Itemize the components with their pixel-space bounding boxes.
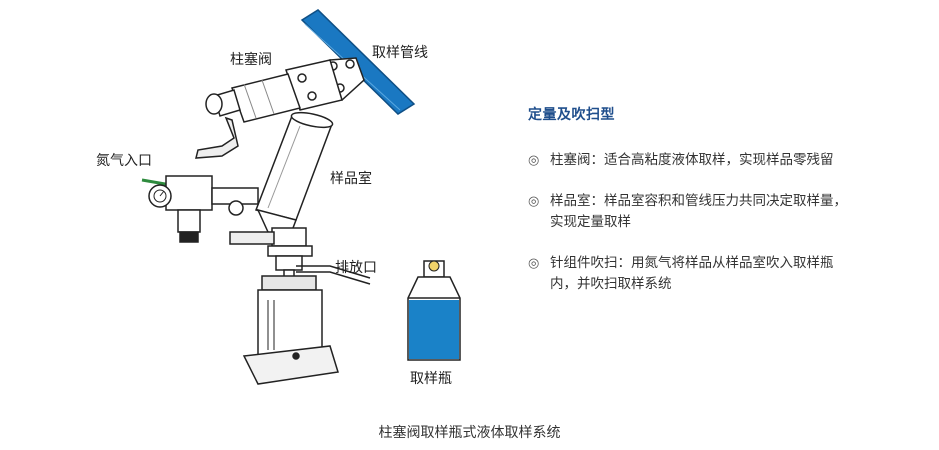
- needle-assembly: [229, 227, 313, 281]
- nitrogen-inlet-assembly: [141, 175, 259, 243]
- bullet-icon: ◎: [528, 153, 540, 168]
- label-nitrogen-inlet: 氮气入口: [96, 153, 152, 169]
- feature-item-2: ◎ 样品室：样品室容积和管线压力共同决定取样量，实现定量取样: [528, 191, 848, 233]
- info-panel: 定量及吹扫型 ◎ 柱塞阀：适合高粘度液体取样，实现样品零残留 ◎ 样品室：样品室…: [528, 104, 848, 315]
- figure-caption: 柱塞阀取样瓶式液体取样系统: [378, 425, 561, 441]
- feature-text-2: 样品室：样品室容积和管线压力共同决定取样量，实现定量取样: [550, 193, 847, 230]
- label-sample-bottle: 取样瓶: [410, 371, 452, 387]
- info-title: 定量及吹扫型: [528, 107, 615, 123]
- bullet-icon: ◎: [528, 256, 540, 271]
- feature-item-3: ◎ 针组件吹扫：用氮气将样品从样品室吹入取样瓶内，并吹扫取样系统: [528, 253, 848, 295]
- feature-item-1: ◎ 柱塞阀：适合高粘度液体取样，实现样品零残留: [528, 150, 848, 171]
- label-sample-chamber: 样品室: [330, 170, 372, 187]
- label-discharge-port: 排放口: [335, 260, 377, 276]
- feature-text-3: 针组件吹扫：用氮气将样品从样品室吹入取样瓶内，并吹扫取样系统: [550, 255, 834, 292]
- sample-bottle: [407, 260, 461, 361]
- bottle-holder: [242, 275, 339, 385]
- feature-text-1: 柱塞阀：适合高粘度液体取样，实现样品零残留: [550, 152, 834, 168]
- label-sampling-line: 取样管线: [372, 45, 428, 61]
- discharge-line: [296, 265, 371, 285]
- plunger-valve: [195, 57, 365, 159]
- label-plunger-valve: 柱塞阀: [230, 51, 272, 68]
- sample-chamber: [254, 111, 334, 237]
- bullet-icon: ◎: [528, 194, 540, 209]
